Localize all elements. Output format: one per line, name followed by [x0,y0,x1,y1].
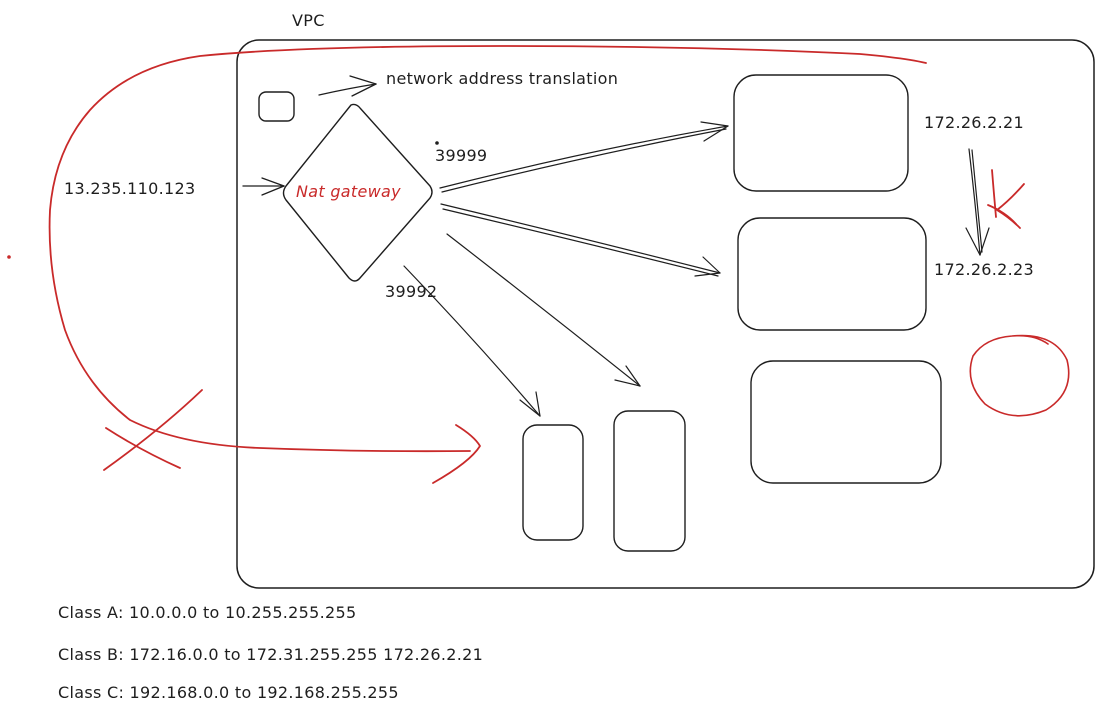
instance-box-3 [750,360,942,484]
arrow-public-ip-to-gateway [242,177,285,196]
dot-marker [435,141,439,145]
instance-box-5 [613,410,686,552]
ip-172-26-2-21-label: 172.26.2.21 [924,113,1024,132]
vpc-label: VPC [292,11,325,30]
ip-class-a-text: Class A: 10.0.0.0 to 10.255.255.255 [58,603,357,622]
nat-gateway-diamond [282,103,433,282]
instance-box-4 [522,424,584,541]
nat-note-label: network address translation [386,69,619,88]
red-cross-left [103,389,203,471]
nat-gateway-label: Nat gateway [296,182,401,201]
arrow-ip-a-to-ip-b [965,148,990,256]
ip-class-c-text: Class C: 192.168.0.0 to 192.168.255.255 [58,683,399,702]
port-39992-label: 39992 [385,282,438,301]
ip-class-b-text: Class B: 172.16.0.0 to 172.31.255.255 17… [58,645,484,664]
arrow-gateway-to-box-4 [403,265,541,417]
arrow-to-nat-note [318,75,377,97]
red-circle [969,334,1070,417]
port-39999-label: 39999 [435,146,488,165]
instance-box-2 [737,217,927,331]
vpc-container [236,39,1095,589]
red-scribble-mark [987,169,1025,229]
arrow-gateway-to-box-5 [446,233,641,387]
public-ip-label: 13.235.110.123 [64,179,196,198]
small-square-node [258,91,295,122]
arrow-gateway-to-box-2 [440,203,721,277]
red-loop-arrow [48,45,927,484]
ip-172-26-2-23-label: 172.26.2.23 [934,260,1034,279]
instance-box-1 [733,74,909,192]
arrow-gateway-to-box-1 [439,121,729,193]
red-dot [7,255,11,259]
